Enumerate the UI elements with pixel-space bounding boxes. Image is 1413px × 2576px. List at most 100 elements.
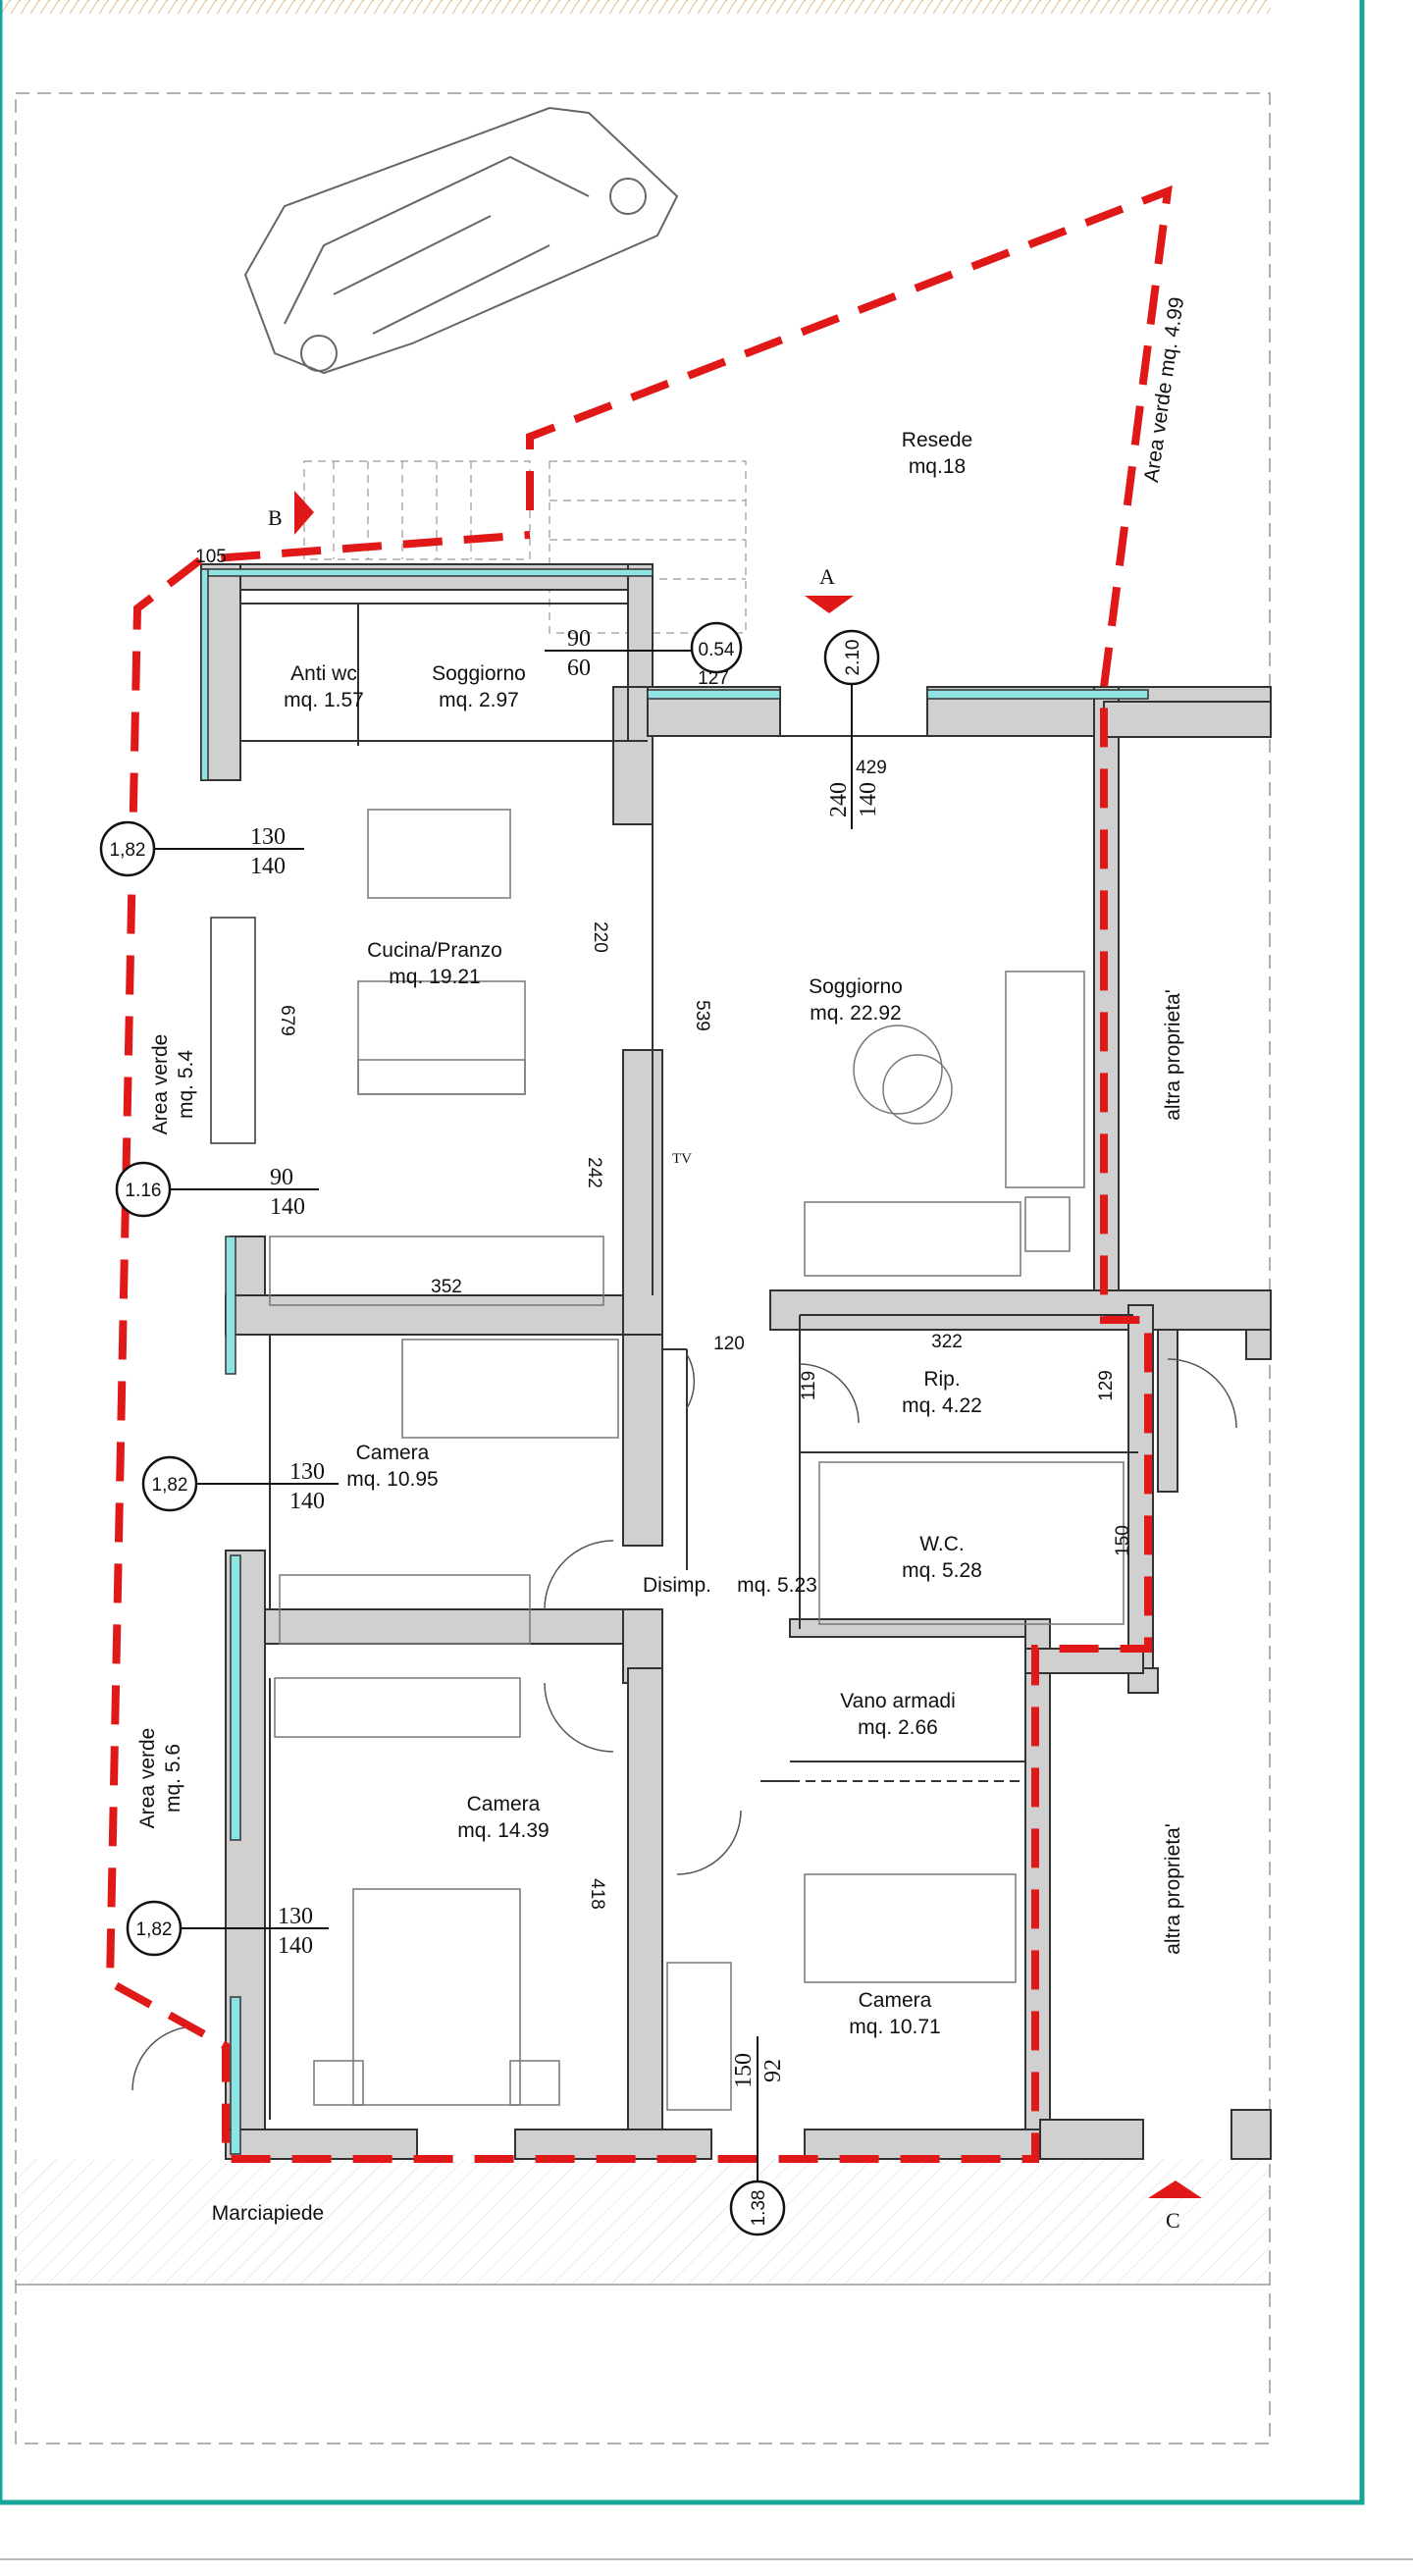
svg-text:mq. 5.4: mq. 5.4 (175, 1050, 197, 1119)
svg-text:mq. 5.6: mq. 5.6 (162, 1744, 184, 1813)
svg-text:Camera: Camera (859, 1989, 932, 2012)
svg-text:Anti wc: Anti wc (290, 662, 357, 685)
svg-text:mq. 22.92: mq. 22.92 (810, 1002, 901, 1025)
svg-text:A: A (819, 564, 835, 589)
svg-text:140: 140 (289, 1489, 325, 1514)
svg-text:mq. 5.28: mq. 5.28 (902, 1559, 982, 1582)
neighbor-property-label: altra proprieta' (1162, 989, 1184, 1121)
neighbor-property-label: altra proprieta' (1162, 1823, 1184, 1955)
svg-text:242: 242 (584, 1157, 604, 1188)
svg-text:Camera: Camera (356, 1442, 430, 1464)
section-marker-a: A (805, 564, 854, 613)
room-soggiorno-small: Soggiorno mq. 2.97 (432, 662, 526, 711)
svg-text:90: 90 (567, 626, 591, 652)
window-tag: 1,82 130 140 (99, 820, 304, 879)
svg-text:130: 130 (250, 824, 286, 850)
svg-text:mq. 10.95: mq. 10.95 (346, 1468, 438, 1491)
svg-text:352: 352 (431, 1277, 462, 1297)
window-tag: 2.10 140 240 (823, 629, 881, 829)
svg-text:Cucina/Pranzo: Cucina/Pranzo (367, 939, 502, 962)
svg-text:127: 127 (698, 668, 729, 689)
svg-text:429: 429 (856, 758, 887, 778)
svg-text:Soggiorno: Soggiorno (809, 975, 903, 998)
room-camera-3: Camera mq. 10.71 (849, 1989, 940, 2038)
furniture (269, 809, 1125, 2111)
resede-label: Resede mq.18 (902, 429, 972, 478)
room-soggiorno: Soggiorno mq. 22.92 (809, 975, 903, 1025)
window-tag: 1.38 92 150 (729, 2036, 786, 2236)
svg-text:1,82: 1,82 (110, 840, 146, 861)
svg-text:W.C.: W.C. (919, 1533, 965, 1555)
svg-text:240: 240 (826, 782, 852, 817)
tv-label: TV (672, 1151, 692, 1167)
svg-text:mq. 19.21: mq. 19.21 (389, 966, 480, 988)
window-tag: 1,82 130 140 (126, 1900, 329, 1959)
svg-text:B: B (268, 505, 283, 530)
svg-text:Area verde: Area verde (149, 1034, 172, 1135)
room-cucina-pranzo: Cucina/Pranzo mq. 19.21 (367, 939, 502, 988)
svg-text:0.54: 0.54 (699, 640, 735, 660)
room-disimpegno: Disimp. mq. 5.23 (643, 1574, 817, 1597)
svg-text:mq. 14.39: mq. 14.39 (457, 1819, 549, 1842)
sheet-frame (0, 0, 1365, 2505)
walls (200, 563, 1272, 2160)
section-marker-b: B (268, 491, 314, 535)
svg-text:mq. 2.66: mq. 2.66 (858, 1716, 938, 1739)
svg-text:322: 322 (931, 1332, 963, 1352)
svg-text:130: 130 (289, 1459, 325, 1485)
room-ripostiglio: Rip. mq. 4.22 (902, 1368, 982, 1417)
svg-text:1,82: 1,82 (152, 1475, 188, 1496)
svg-text:Soggiorno: Soggiorno (432, 662, 526, 685)
svg-text:120: 120 (713, 1334, 745, 1354)
svg-text:150: 150 (731, 2053, 757, 2088)
door-swings (131, 1353, 1237, 2091)
svg-text:105: 105 (195, 547, 227, 567)
room-vano-armadi: Vano armadi mq. 2.66 (840, 1690, 956, 1739)
svg-text:1.38: 1.38 (749, 2190, 769, 2227)
car-sketch (243, 106, 679, 375)
svg-text:Resede: Resede (902, 429, 972, 451)
svg-text:119: 119 (799, 1371, 819, 1400)
svg-text:2.10: 2.10 (843, 640, 864, 676)
svg-text:1,82: 1,82 (136, 1919, 173, 1940)
svg-text:mq. 4.22: mq. 4.22 (902, 1394, 982, 1417)
svg-text:150: 150 (1113, 1525, 1133, 1556)
svg-text:mq. 2.97: mq. 2.97 (439, 689, 519, 711)
room-wc: W.C. mq. 5.28 (902, 1533, 982, 1582)
svg-text:679: 679 (277, 1005, 297, 1036)
room-camera-2: Camera mq. 14.39 (457, 1793, 549, 1842)
section-marker-c: C (1148, 2181, 1202, 2233)
window-tag: 1.16 90 140 (115, 1161, 319, 1220)
top-band (0, 0, 1271, 14)
property-boundary (105, 184, 1173, 2163)
svg-text:90: 90 (270, 1165, 293, 1190)
svg-text:mq. 1.57: mq. 1.57 (284, 689, 364, 711)
window-tag: 0.54 90 60 (545, 621, 743, 681)
svg-text:mq.18: mq.18 (909, 455, 966, 478)
svg-text:220: 220 (590, 921, 610, 953)
dimension-labels: 105 127 429 220 539 679 242 352 120 322 … (195, 547, 1133, 1910)
room-camera-1: Camera mq. 10.95 (346, 1442, 438, 1491)
glazing (200, 568, 1149, 2155)
svg-text:92: 92 (760, 2059, 786, 2082)
svg-text:140: 140 (270, 1194, 305, 1220)
drawing-border (15, 92, 1271, 2445)
partitions (239, 603, 1138, 2120)
svg-text:Rip.: Rip. (923, 1368, 960, 1391)
svg-text:140: 140 (278, 1933, 313, 1959)
svg-text:Area verde: Area verde (136, 1728, 159, 1829)
svg-text:mq. 10.71: mq. 10.71 (849, 2016, 940, 2038)
sidewalk (16, 2159, 1270, 2285)
area-verde-left-label: Area verde mq. 5.6 (136, 1728, 184, 1829)
svg-text:129: 129 (1096, 1370, 1117, 1401)
svg-text:Vano armadi: Vano armadi (840, 1690, 956, 1712)
sidewalk-label: Marciapiede (212, 2202, 324, 2225)
svg-text:130: 130 (278, 1904, 313, 1929)
svg-text:418: 418 (587, 1878, 607, 1910)
svg-text:C: C (1166, 2208, 1180, 2233)
svg-text:539: 539 (692, 1000, 712, 1031)
svg-text:mq. 5.23: mq. 5.23 (737, 1574, 817, 1597)
svg-text:Disimp.: Disimp. (643, 1574, 711, 1597)
room-anti-wc: Anti wc mq. 1.57 (284, 662, 364, 711)
